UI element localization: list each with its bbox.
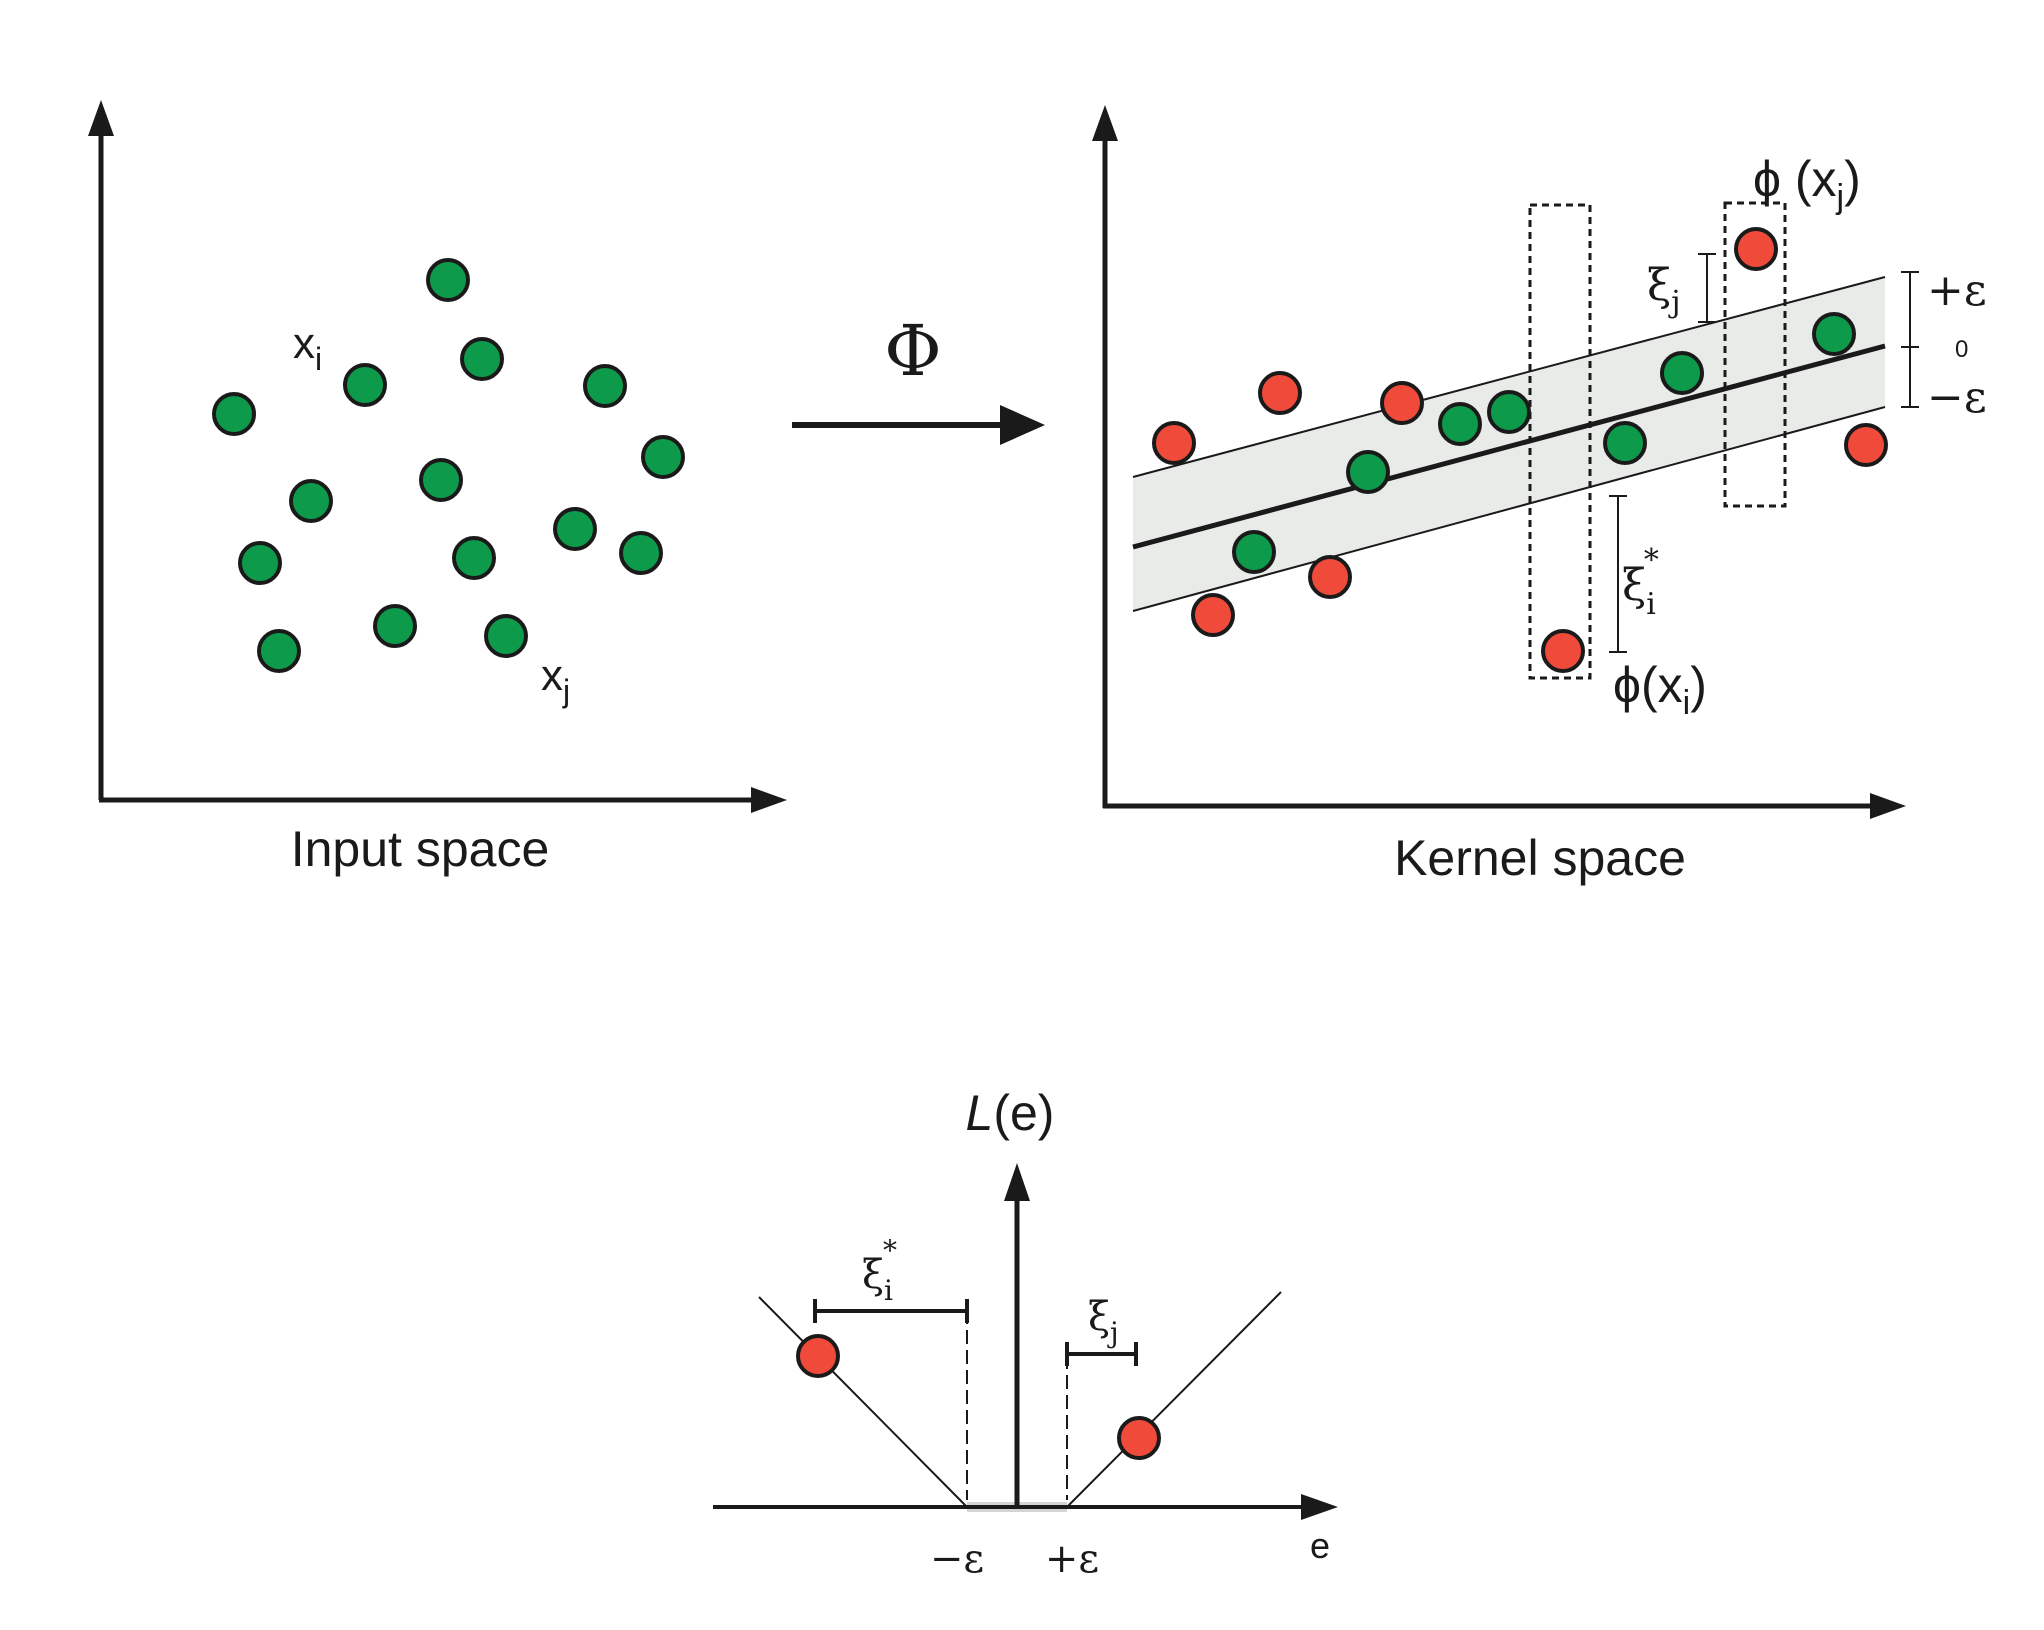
loss-xi-j-label: ξj xyxy=(1088,1294,1119,1349)
input-point xyxy=(641,435,685,479)
input-point xyxy=(484,614,528,658)
loss-y-label: L(e) xyxy=(966,1085,1055,1141)
input-point xyxy=(419,458,463,502)
kernel-minus-eps: −ε xyxy=(1927,372,1987,423)
phi-xj-label: ϕ (xj) xyxy=(1753,151,1861,216)
loss-plus-eps-label: +ε xyxy=(1045,1536,1099,1582)
input-point xyxy=(619,531,663,575)
input-x-axis-arrow xyxy=(751,787,787,813)
input-points xyxy=(212,258,685,673)
kernel-point-inlier xyxy=(1438,402,1482,446)
regression-line xyxy=(1132,343,1886,550)
input-point xyxy=(426,258,470,302)
loss-xi-i-label: ξi* xyxy=(862,1234,897,1307)
loss-left-branch xyxy=(758,1296,968,1508)
input-point xyxy=(460,337,504,381)
input-point xyxy=(373,604,417,648)
kernel-point-inlier xyxy=(1232,530,1276,574)
loss-x-axis-arrow xyxy=(1301,1494,1338,1520)
kernel-point-outlier xyxy=(1844,423,1888,467)
slack-box-xj xyxy=(1723,201,1787,508)
mapping-arrow-head xyxy=(1000,405,1045,445)
kernel-point-outlier xyxy=(1541,629,1585,673)
slack-box-xi xyxy=(1528,203,1592,680)
input-point xyxy=(553,507,597,551)
phi-xi-label: ϕ(xi) xyxy=(1613,657,1707,722)
kernel-point-outlier xyxy=(1152,421,1196,465)
input-point xyxy=(257,629,301,673)
input-point xyxy=(452,536,496,580)
kernel-point-outlier xyxy=(1308,555,1352,599)
kernel-space-caption: Kernel space xyxy=(1394,830,1686,886)
kernel-point-outlier xyxy=(1734,227,1778,271)
input-space-caption: Input space xyxy=(291,821,550,877)
kernel-point-inlier xyxy=(1812,312,1856,356)
kernel-zero: 0 xyxy=(1955,336,1968,363)
loss-x-label: e xyxy=(1310,1525,1330,1566)
mapping-arrow: Φ xyxy=(792,310,1045,445)
kernel-point-inlier xyxy=(1487,390,1531,434)
tube-upper-edge xyxy=(1132,276,1886,478)
kernel-point-outlier xyxy=(1380,381,1424,425)
input-label-xj: xj xyxy=(541,651,570,709)
loss-function-panel: ξi* ξj L(e) e −ε +ε xyxy=(713,1085,1338,1582)
input-space-panel: xi xj Input space xyxy=(88,100,787,877)
input-point xyxy=(343,363,387,407)
input-y-axis-arrow xyxy=(88,100,114,136)
kernel-xi-j-label: ξj xyxy=(1647,260,1681,320)
kernel-point-outlier xyxy=(1191,593,1235,637)
input-label-xi: xi xyxy=(293,319,322,377)
loss-point-xj xyxy=(1117,1416,1161,1460)
input-point xyxy=(212,392,256,436)
input-point xyxy=(289,479,333,523)
kernel-point-inlier xyxy=(1660,351,1704,395)
tube-lower-edge xyxy=(1132,406,1886,612)
loss-right-branch xyxy=(1066,1291,1282,1508)
loss-y-axis-arrow xyxy=(1004,1163,1030,1201)
kernel-y-axis-arrow xyxy=(1092,105,1118,141)
loss-minus-eps-label: −ε xyxy=(930,1536,984,1582)
kernel-point-inlier xyxy=(1603,421,1647,465)
loss-point-xi xyxy=(796,1334,840,1378)
kernel-xi-i-label: ξi* xyxy=(1622,543,1659,622)
kernel-points xyxy=(1152,227,1888,673)
input-point xyxy=(583,364,627,408)
kernel-x-axis-arrow xyxy=(1870,793,1906,819)
input-point xyxy=(238,541,282,585)
kernel-point-inlier xyxy=(1346,450,1390,494)
kernel-plus-eps: +ε xyxy=(1927,265,1987,316)
kernel-point-outlier xyxy=(1258,371,1302,415)
kernel-space-panel: ξj ξi* +ε 0 −ε ϕ (xj) ϕ(xi) Kernel space xyxy=(1092,105,1987,886)
phi-mapping-symbol: Φ xyxy=(884,310,941,392)
